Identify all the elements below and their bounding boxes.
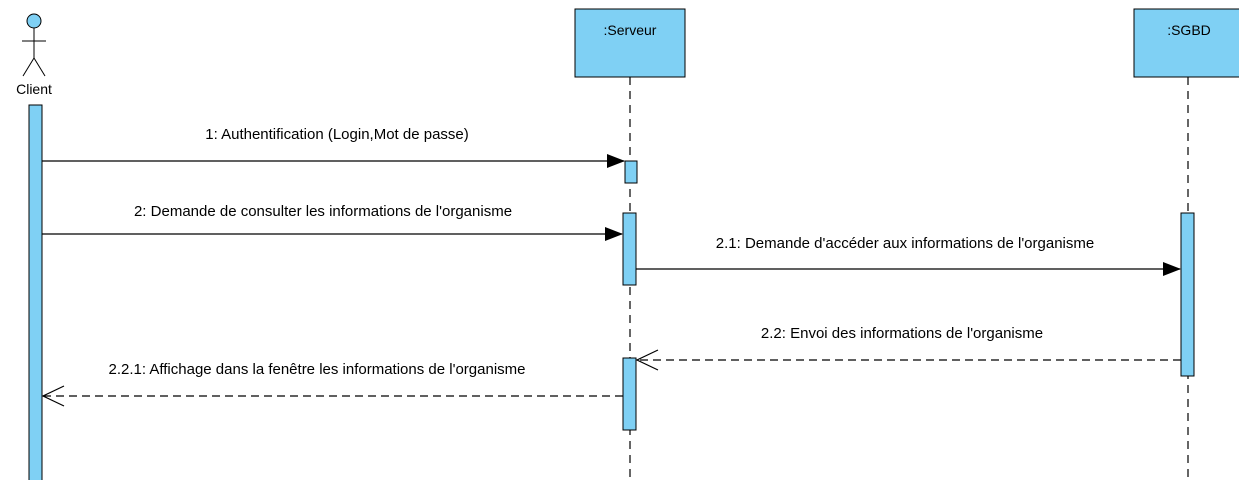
message-2-2-1[interactable]: 2.2.1: Affichage dans la fenêtre les inf… [41,361,623,407]
message-2-2[interactable]: 2.2: Envoi des informations de l'organis… [635,325,1181,371]
lifeline-sgbd[interactable]: :SGBD [1133,8,1239,480]
stick-figure-icon [22,13,46,77]
message-label: 1: Authentification (Login,Mot de passe) [205,126,469,143]
open-arrowhead-icon [41,385,65,407]
activation-bar-client [28,104,43,480]
activation-bar-serveur-2 [622,212,637,286]
lifeline-header-serveur [574,8,686,78]
lifeline-header-sgbd [1133,8,1239,78]
actor-name: Client [16,81,52,97]
message-2-1[interactable]: 2.1: Demande d'accéder aux informations … [636,235,1181,276]
lifeline-title: :SGBD [1167,22,1211,38]
activation-bar-serveur-3 [622,357,637,431]
message-2[interactable]: 2: Demande de consulter les informations… [42,203,623,241]
activation-bar-serveur-1 [624,160,638,184]
message-label: 2.2.1: Affichage dans la fenêtre les inf… [108,361,525,378]
message-label: 2: Demande de consulter les informations… [134,203,512,220]
activation-bar-sgbd [1180,212,1195,377]
actor-client[interactable]: Client [16,13,52,97]
message-label: 2.1: Demande d'accéder aux informations … [716,235,1094,252]
lifeline-serveur[interactable]: :Serveur [574,8,686,480]
message-1[interactable]: 1: Authentification (Login,Mot de passe) [42,126,625,168]
lifeline-title: :Serveur [604,22,657,38]
message-label: 2.2: Envoi des informations de l'organis… [761,325,1043,342]
open-arrowhead-icon [635,349,659,371]
